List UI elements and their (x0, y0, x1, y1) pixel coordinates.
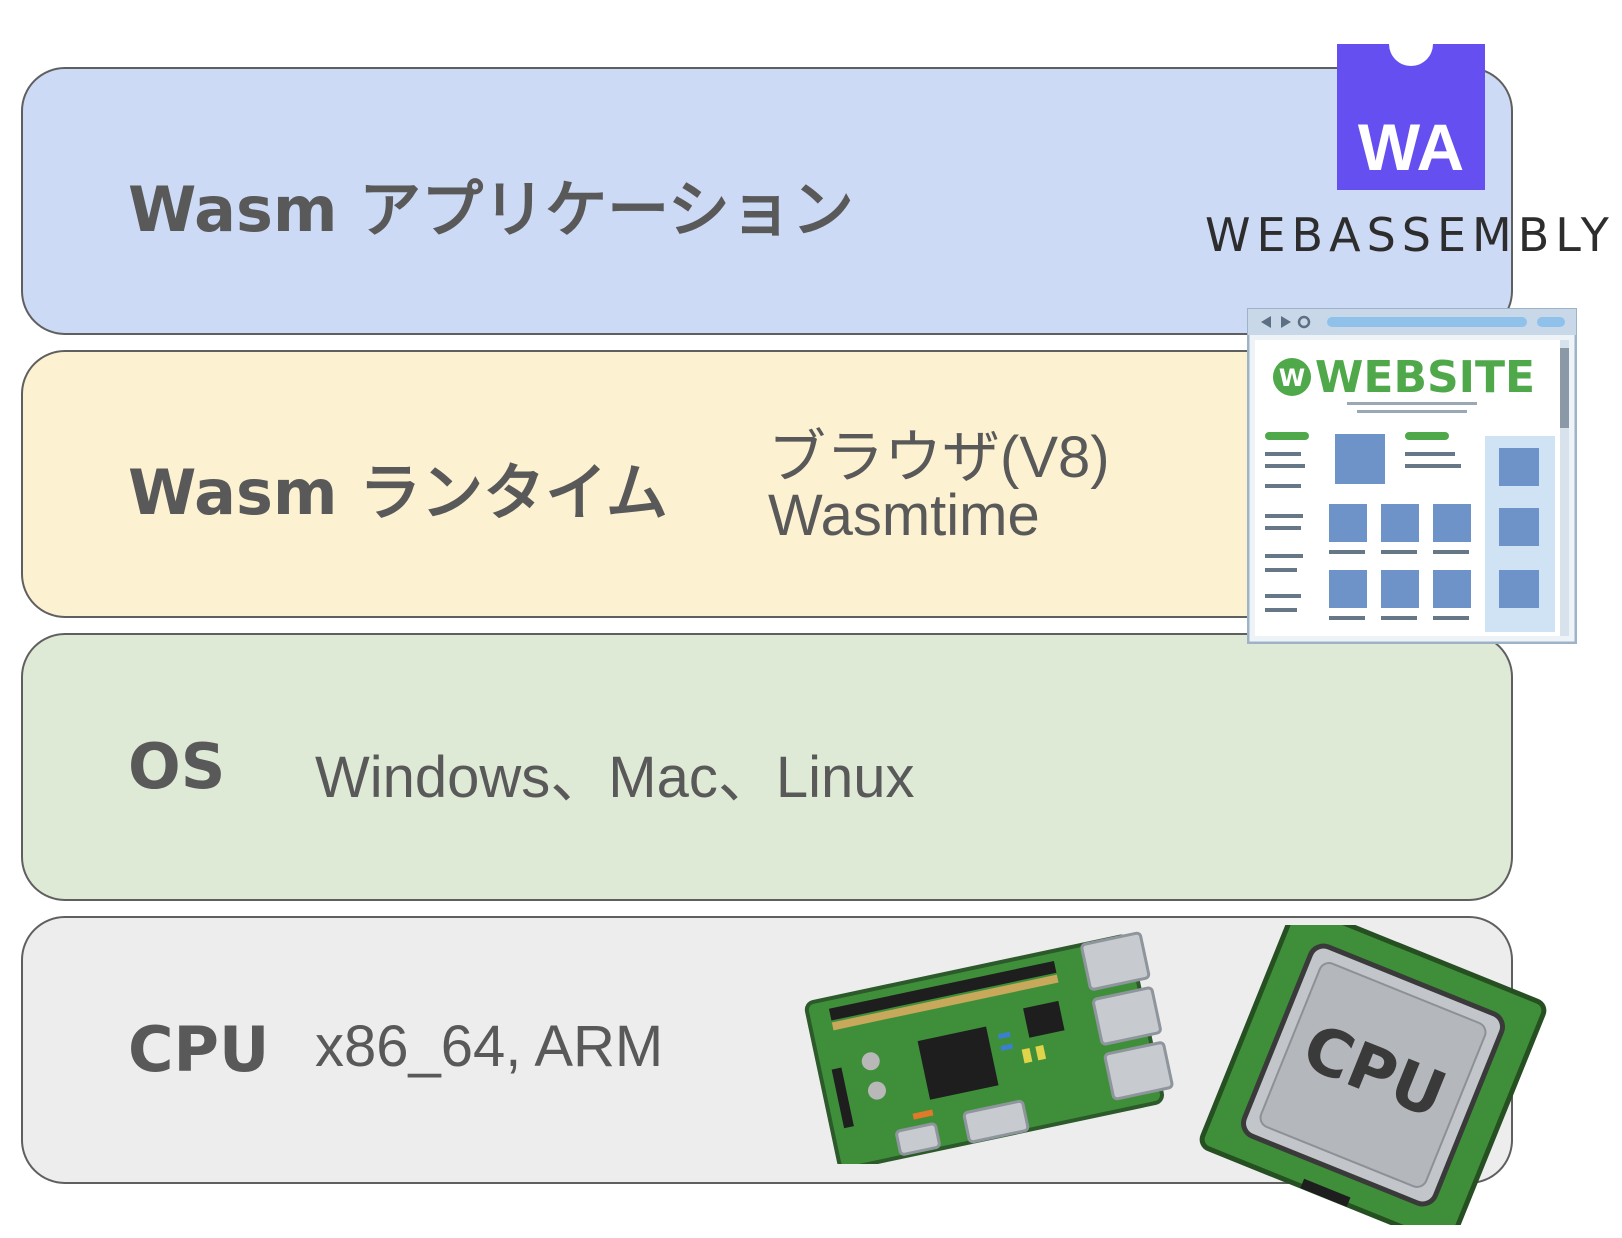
cpu-chip-illustration-icon: CPU (1199, 925, 1547, 1225)
circuit-board-illustration-icon (804, 931, 1174, 1164)
layer-label: OS (128, 730, 226, 803)
layer-wasm-application: Wasm アプリケーション (21, 67, 1513, 335)
layer-label: Wasm ランタイム (128, 456, 668, 529)
runtime-value: Wasmtime (768, 483, 1040, 548)
webassembly-wordmark: WEBASSEMBLY (1205, 208, 1615, 262)
os-value: Windows、Mac、Linux (315, 745, 915, 810)
webassembly-logo-icon: WA (1337, 44, 1485, 190)
layer-label: Wasm アプリケーション (128, 173, 854, 246)
website-browser-illustration-icon: W WEBSITE (1247, 308, 1577, 644)
runtime-value: ブラウザ(V8) (768, 425, 1110, 490)
layer-label: CPU (128, 1013, 270, 1086)
layer-os: OS Windows、Mac、Linux (21, 633, 1513, 901)
cpu-value: x86_64, ARM (315, 1014, 664, 1079)
website-title: WEBSITE (1315, 352, 1535, 403)
wa-mark-text: WA (1358, 110, 1464, 184)
website-badge: W (1279, 364, 1305, 392)
